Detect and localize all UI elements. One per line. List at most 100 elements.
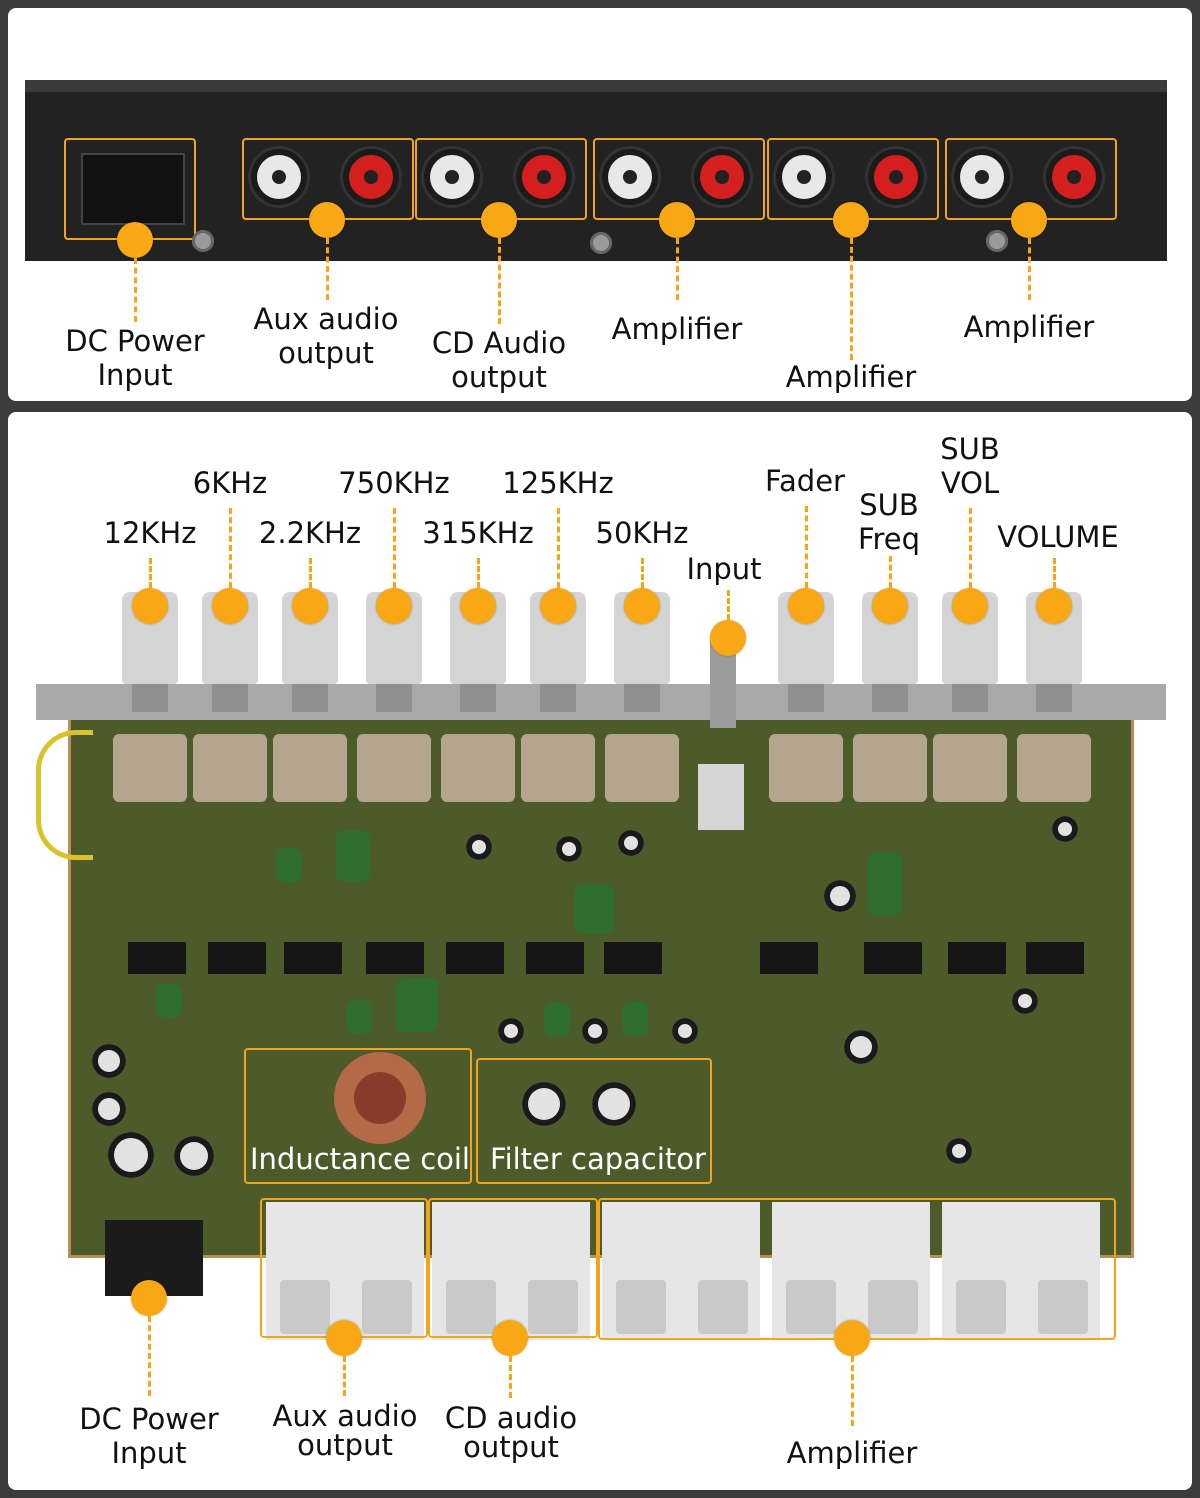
leader-line [805,506,808,588]
knob-shaft [788,684,824,712]
callout-dot-750khz [376,588,412,624]
mounting-bracket [36,684,1166,720]
potentiometer [273,734,347,802]
screw-icon [590,232,612,254]
rca-jack-white [599,146,661,208]
callout-dot-input [710,620,746,656]
electrolytic-capacitor [1012,988,1038,1014]
callout-dot-50khz [624,588,660,624]
callout-dot-dc [117,222,153,258]
electrolytic-capacitor [498,1018,524,1044]
ic-chip [604,942,662,974]
label-sub-freq: SUB Freq [857,488,921,556]
knob-shaft [460,684,496,712]
label-125khz: 125KHz [502,466,614,500]
capacitor [574,884,614,934]
callout-dot-fader [788,588,824,624]
electrolytic-capacitor [92,1092,126,1126]
screw-icon [192,230,214,252]
leader-line [969,508,972,588]
rca-jack-white [773,146,835,208]
callout-dot-sub-vol [952,588,988,624]
label-dc-power-input: DC Power Input [65,324,205,392]
label-aux-audio-output: Aux audio output [272,1399,418,1462]
electrolytic-capacitor [108,1132,154,1178]
leader-line [326,238,329,300]
leader-line [134,258,137,322]
capacitor [276,848,302,882]
potentiometer [521,734,595,802]
callout-dot-2-2khz [292,588,328,624]
rca-jack-red [1043,146,1105,208]
electrolytic-capacitor [946,1138,972,1164]
leader-line [1053,558,1056,588]
capacitor [868,852,902,916]
ic-chip [446,942,504,974]
ic-chip [948,942,1006,974]
rca-jack-red [340,146,402,208]
callout-dot-cd [481,202,517,238]
ic-chip [1026,942,1084,974]
electrolytic-capacitor [582,1018,608,1044]
electrolytic-capacitor [824,880,856,912]
leader-line [727,590,730,620]
capacitor [544,1002,570,1036]
label-amplifier-1: Amplifier [611,312,743,346]
leader-line [676,238,679,300]
label-fader: Fader [765,464,845,498]
leader-line [498,238,501,324]
callout-dot-315khz [460,588,496,624]
board-view: Inductance coil Filter capacitor 12KHz 6… [8,412,1192,1490]
capacitor [346,1000,372,1034]
label-cd-audio-output: CD audio output [444,1401,578,1464]
knob-shaft [376,684,412,712]
ic-chip [526,942,584,974]
label-50khz: 50KHz [595,516,689,550]
electrolytic-capacitor [174,1136,214,1176]
callout-dot-sub-freq [872,588,908,624]
rca-output-block [432,1202,590,1340]
callout-dot-aux [326,1320,362,1356]
rca-jack-white [248,146,310,208]
callout-dot-12khz [132,588,168,624]
potentiometer [357,734,431,802]
label-filter-capacitor: Filter capacitor [490,1142,706,1176]
label-amplifier: Amplifier [786,1436,918,1470]
potentiometer [1017,734,1091,802]
leader-line [851,1356,854,1426]
electrolytic-capacitor [92,1044,126,1078]
rca-output-block [942,1202,1100,1340]
leader-line [509,1356,512,1398]
knob-shaft [624,684,660,712]
label-2-2khz: 2.2KHz [258,516,362,550]
amplifier-output-highlight [598,1198,1116,1340]
electrolytic-capacitor [618,830,644,856]
filter-capacitor [592,1082,636,1126]
capacitor [622,1002,648,1036]
capacitor [336,830,370,882]
leader-line [149,558,152,588]
rca-jack-red [691,146,753,208]
potentiometer [933,734,1007,802]
leader-line [148,1316,151,1396]
knob-shaft [132,684,168,712]
capacitor [156,984,182,1018]
callout-dot-amp2 [833,202,869,238]
knob-shaft [212,684,248,712]
label-dc-power-input: DC Power Input [79,1402,219,1470]
knob-shaft [292,684,328,712]
ic-chip [128,942,186,974]
electrolytic-capacitor [556,836,582,862]
leader-line [889,556,892,588]
rca-output-block [772,1202,930,1340]
knob-shaft [540,684,576,712]
label-volume: VOLUME [997,520,1119,554]
label-inductance-coil: Inductance coil [250,1142,470,1176]
inductance-coil-highlight [244,1048,472,1184]
filter-capacitor-highlight [476,1058,712,1184]
rca-jack-white [421,146,483,208]
leader-line [1028,238,1031,300]
leader-line [641,558,644,588]
rear-panel-view: DC Power Input Aux audio output CD Audio… [8,8,1192,401]
callout-dot-6khz [212,588,248,624]
